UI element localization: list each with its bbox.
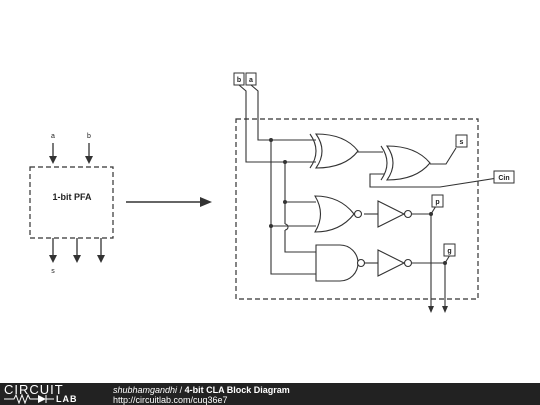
junction [283,160,287,164]
pfa-block-title: 1-bit PFA [52,192,92,202]
inverter-1 [377,200,413,228]
terminal-s-label: s [460,139,464,146]
circuit-boundary [235,118,479,300]
nand-gate [315,244,366,282]
wire-p-out [412,213,432,306]
junction [269,138,273,142]
credit-line: shubhamgandhi / 4-bit CLA Block Diagram [113,385,290,395]
wires [238,84,511,306]
circuit-url[interactable]: http://circuitlab.com/cuq36e7 [113,395,228,405]
footer-bar: CIRCUIT LAB shubhamgandhi / 4-bit CLA Bl… [0,383,540,405]
credit-separator: / [177,385,185,395]
logo-text-bottom: LAB [56,394,78,404]
author-link[interactable]: shubhamgandhi [113,385,178,395]
wire-s-out [430,147,457,165]
wire-b-to-nand [284,162,316,253]
terminal-p-label: p [435,199,439,206]
resistor-diode-icon [4,394,54,404]
circuit-title[interactable]: 4-bit CLA Block Diagram [184,385,290,395]
terminal-cin-label: Cin [498,175,509,182]
wire-hop [284,223,289,231]
junction [443,261,447,265]
terminal-g [443,243,456,257]
pfa-output-s-label: s [51,268,55,275]
junctions [269,138,447,265]
inverter-2 [377,249,413,277]
schematic-canvas: 1-bit PFA a b s b a [29,72,515,313]
terminal-cin [493,170,515,184]
wire-b-to-xor1 [238,84,316,163]
pfa-block-border [29,166,114,239]
pfa-circuit: b a [233,72,515,313]
junction [429,212,433,216]
pfa-block: 1-bit PFA a b s [29,133,114,275]
junction [283,200,287,204]
xor-gate-2 [380,145,431,181]
nor-gate [314,195,363,233]
logo-text-top: CIRCUIT [4,382,64,397]
terminal-g-label: g [447,248,451,255]
pfa-input-a-label: a [51,133,55,140]
terminal-s [455,134,468,148]
output-p-arrow [428,306,434,313]
xor-gate-1 [309,133,359,169]
wire-cin [369,173,511,188]
terminal-b-label: b [237,77,241,84]
wire-a-to-xor1 [250,84,316,141]
wire-a-to-nand [270,140,316,275]
terminal-p [431,194,444,208]
terminal-a-label: a [249,77,253,84]
output-g-arrow [442,306,448,313]
expansion-arrow-head [200,197,212,207]
circuitlab-logo[interactable]: CIRCUIT LAB [4,382,104,404]
pfa-input-b-label: b [87,133,91,140]
junction [269,224,273,228]
